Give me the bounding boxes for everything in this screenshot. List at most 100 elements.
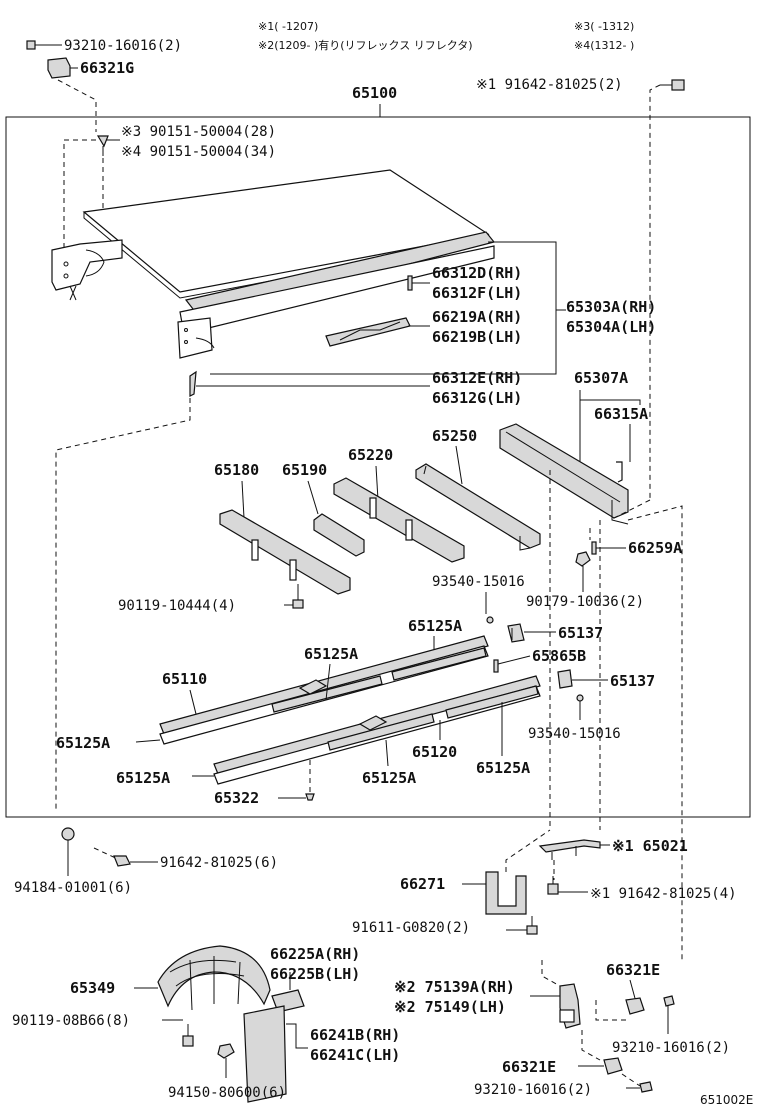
label-66259A: 66259A [628, 539, 682, 557]
label-65125A-3: 65125A [56, 734, 110, 752]
clip-icon [47, 57, 71, 79]
label-65303A: 65303A(RH) [566, 298, 656, 316]
clip-icon [493, 659, 499, 673]
label-91642-top: ※1 91642-81025(2) [476, 77, 623, 93]
label-66321E-1: 66321E [606, 961, 660, 979]
label-75139A: ※2 75139A(RH) [394, 978, 515, 996]
bolt-icon [526, 916, 538, 935]
label-65125A-4: 65125A [116, 769, 170, 787]
hook-icon [616, 461, 623, 483]
bolt-icon [576, 694, 584, 702]
note-4: ※4(1312- ) [574, 39, 634, 52]
clip-icon [591, 541, 597, 555]
bolt-icon [486, 616, 494, 624]
label-90151-28: ※3 90151-50004(28) [121, 124, 276, 140]
label-90179: 90179-10036(2) [526, 594, 644, 610]
label-65865B: 65865B [532, 647, 586, 665]
label-66219A: 66219A(RH) [432, 308, 522, 326]
label-66315A: 66315A [594, 405, 648, 423]
mud-flap [243, 1005, 287, 1103]
note-3: ※3( -1312) [574, 20, 634, 33]
label-66225A: 66225A(RH) [270, 945, 360, 963]
label-65190: 65190 [282, 461, 327, 479]
label-65125A-6: 65125A [476, 759, 530, 777]
label-66312G: 66312G(LH) [432, 389, 522, 407]
label-66312F: 66312F(LH) [432, 284, 522, 302]
crossmember [219, 509, 351, 595]
bolt-icon [305, 760, 315, 801]
label-94184: 94184-01001(6) [14, 880, 132, 896]
bolt-icon [292, 584, 304, 609]
label-65349: 65349 [70, 979, 115, 997]
stay-bracket [507, 623, 525, 643]
bolt-icon [26, 40, 44, 50]
note-2: ※2(1209- )有り(リフレックス リフレクタ) [258, 38, 473, 52]
label-90119-10444: 90119-10444(4) [118, 598, 236, 614]
label-91611: 91611-G0820(2) [352, 920, 470, 936]
label-66312E: 66312E(RH) [432, 369, 522, 387]
bolt-icon [182, 1024, 194, 1047]
illustration-code: 651002E [700, 1093, 753, 1107]
rear-sill [499, 423, 629, 525]
bolt-icon [113, 855, 131, 867]
label-65322: 65322 [214, 789, 259, 807]
label-65110: 65110 [162, 670, 207, 688]
label-65125A-2: 65125A [304, 645, 358, 663]
label-66321E-2: 66321E [502, 1058, 556, 1076]
label-65307A: 65307A [574, 369, 628, 387]
label-90119-08B66: 90119-08B66(8) [12, 1013, 130, 1029]
label-66312D: 66312D(RH) [432, 264, 522, 282]
note-1: ※1( -1207) [258, 20, 318, 33]
label-91642-6: 91642-81025(6) [160, 855, 278, 871]
label-93540-a: 93540-15016 [432, 574, 525, 590]
bolt-icon [663, 995, 675, 1007]
label-93540-b: 93540-15016 [528, 726, 621, 742]
bolt-icon [547, 876, 559, 895]
mudguard [157, 945, 271, 1011]
stay-bracket [557, 669, 573, 689]
label-93210-bot: 93210-16016(2) [474, 1082, 592, 1098]
hook-icon [538, 839, 601, 860]
label-65250: 65250 [432, 427, 477, 445]
label-66219B: 66219B(LH) [432, 328, 522, 346]
crossmember [333, 477, 465, 563]
side-bracket [51, 239, 123, 301]
u-bracket [485, 871, 527, 915]
label-90151-34: ※4 90151-50004(34) [121, 144, 276, 160]
label-93210-top: 93210-16016(2) [64, 38, 182, 54]
clip-icon [625, 997, 645, 1015]
label-91642-4: ※1 91642-81025(4) [590, 886, 737, 902]
bolt-icon [639, 1081, 653, 1093]
label-65120: 65120 [412, 743, 457, 761]
label-65304A: 65304A(LH) [566, 318, 656, 336]
reflector [559, 983, 581, 1029]
spacer-block [313, 513, 365, 557]
label-65220: 65220 [348, 446, 393, 464]
clip-icon [603, 1057, 623, 1075]
side-rail [177, 231, 496, 359]
label-65180: 65180 [214, 461, 259, 479]
nut-icon [61, 827, 75, 841]
assembly-frame [5, 116, 751, 818]
reinforcement-bracket [325, 317, 411, 347]
screw-icon [96, 135, 109, 156]
label-66241C: 66241C(LH) [310, 1046, 400, 1064]
long-sill [213, 675, 541, 785]
crossmember [415, 463, 541, 551]
label-65137-1: 65137 [558, 624, 603, 642]
label-66241B: 66241B(RH) [310, 1026, 400, 1044]
label-66225B: 66225B(LH) [270, 965, 360, 983]
label-65125A-1: 65125A [408, 617, 462, 635]
label-94150: 94150-80600(6) [168, 1085, 286, 1101]
label-66271: 66271 [400, 875, 445, 893]
label-66321G: 66321G [80, 59, 134, 77]
clip-icon [407, 275, 413, 291]
label-93210-mid: 93210-16016(2) [612, 1040, 730, 1056]
clip-icon [189, 370, 197, 397]
bolt-icon [660, 79, 685, 91]
nut-icon [217, 1043, 235, 1059]
label-65125A-5: 65125A [362, 769, 416, 787]
label-75149: ※2 75149(LH) [394, 998, 506, 1016]
label-65100: 65100 [352, 84, 397, 102]
